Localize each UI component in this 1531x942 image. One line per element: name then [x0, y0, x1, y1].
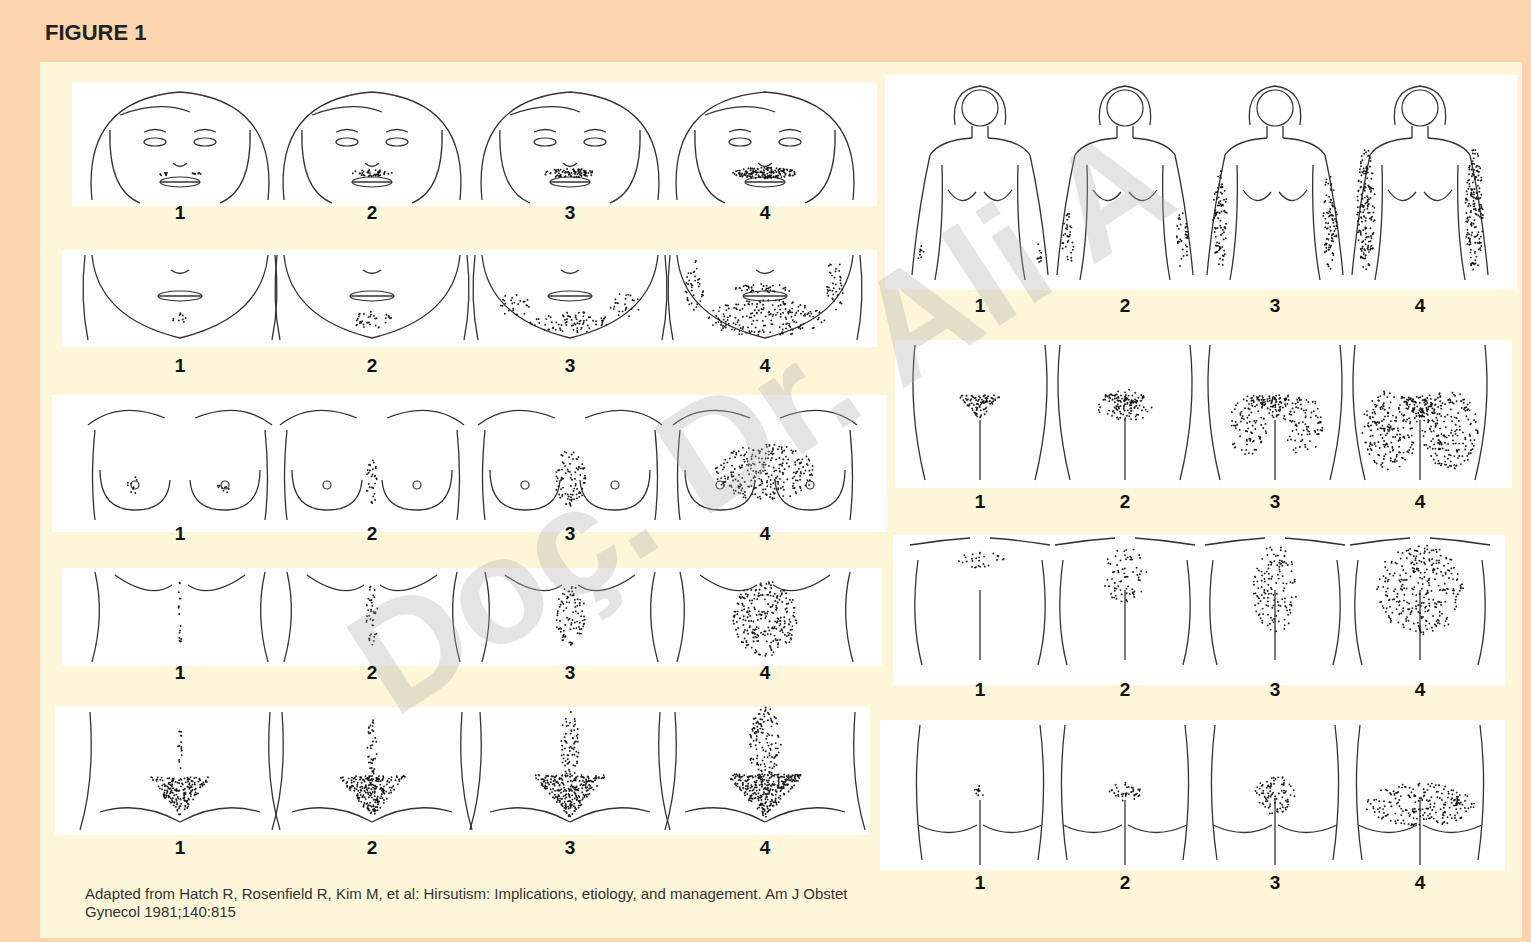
grade-number: 3: [1270, 295, 1281, 317]
grade-number: 4: [1415, 679, 1426, 701]
grade-number: 1: [175, 523, 186, 545]
grade-number: 3: [1270, 491, 1281, 513]
grade-number: 4: [1415, 295, 1426, 317]
grade-number: 1: [975, 295, 986, 317]
grade-number: 1: [175, 837, 186, 859]
grade-number: 2: [367, 523, 378, 545]
grade-number: 4: [760, 202, 771, 224]
grade-number: 1: [175, 662, 186, 684]
grade-number: 3: [565, 523, 576, 545]
grade-number: 4: [760, 837, 771, 859]
grade-number: 3: [1270, 679, 1281, 701]
grade-number: 2: [367, 837, 378, 859]
grade-number: 3: [565, 202, 576, 224]
grade-number: 3: [1270, 872, 1281, 894]
grade-number: 2: [367, 202, 378, 224]
grade-number: 3: [565, 662, 576, 684]
grade-number: 3: [565, 355, 576, 377]
grade-number: 1: [975, 679, 986, 701]
grade-number: 2: [1120, 872, 1131, 894]
grade-number: 4: [760, 355, 771, 377]
grade-number: 1: [175, 355, 186, 377]
grade-number: 2: [1120, 491, 1131, 513]
grade-number: 1: [975, 872, 986, 894]
grade-number: 2: [1120, 295, 1131, 317]
grade-number: 4: [760, 662, 771, 684]
grade-number: 2: [367, 662, 378, 684]
grade-number: 1: [175, 202, 186, 224]
grade-number: 3: [565, 837, 576, 859]
grade-number: 4: [760, 523, 771, 545]
figure-title: FIGURE 1: [45, 20, 146, 46]
source-caption: Adapted from Hatch R, Rosenfield R, Kim …: [85, 885, 855, 921]
grade-number: 4: [1415, 491, 1426, 513]
grade-number: 4: [1415, 872, 1426, 894]
grade-number: 2: [367, 355, 378, 377]
grade-number: 1: [975, 491, 986, 513]
grade-number: 2: [1120, 679, 1131, 701]
